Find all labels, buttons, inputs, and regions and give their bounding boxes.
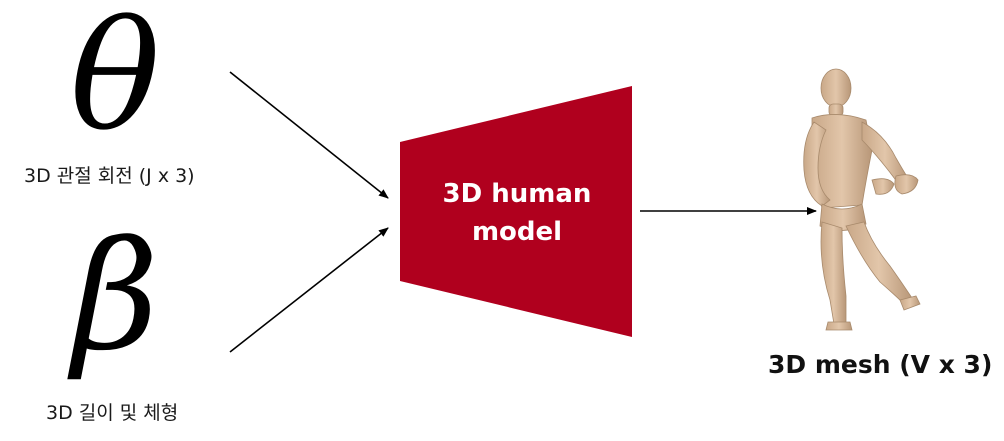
- theta-symbol: θ: [70, 0, 161, 164]
- beta-caption: 3D 길이 및 체형: [46, 402, 179, 424]
- model-label-line2: model: [472, 217, 562, 247]
- model-trapezoid: [400, 86, 632, 337]
- theta-arrow: [229, 71, 389, 199]
- theta-caption: 3D 관절 회전 (J x 3): [24, 165, 195, 187]
- beta-arrow: [229, 227, 389, 353]
- human-mesh-figure: [803, 68, 921, 331]
- output-caption: 3D mesh (V x 3): [768, 350, 993, 379]
- model-label-line1: 3D human: [443, 179, 592, 209]
- beta-symbol: β: [72, 210, 159, 384]
